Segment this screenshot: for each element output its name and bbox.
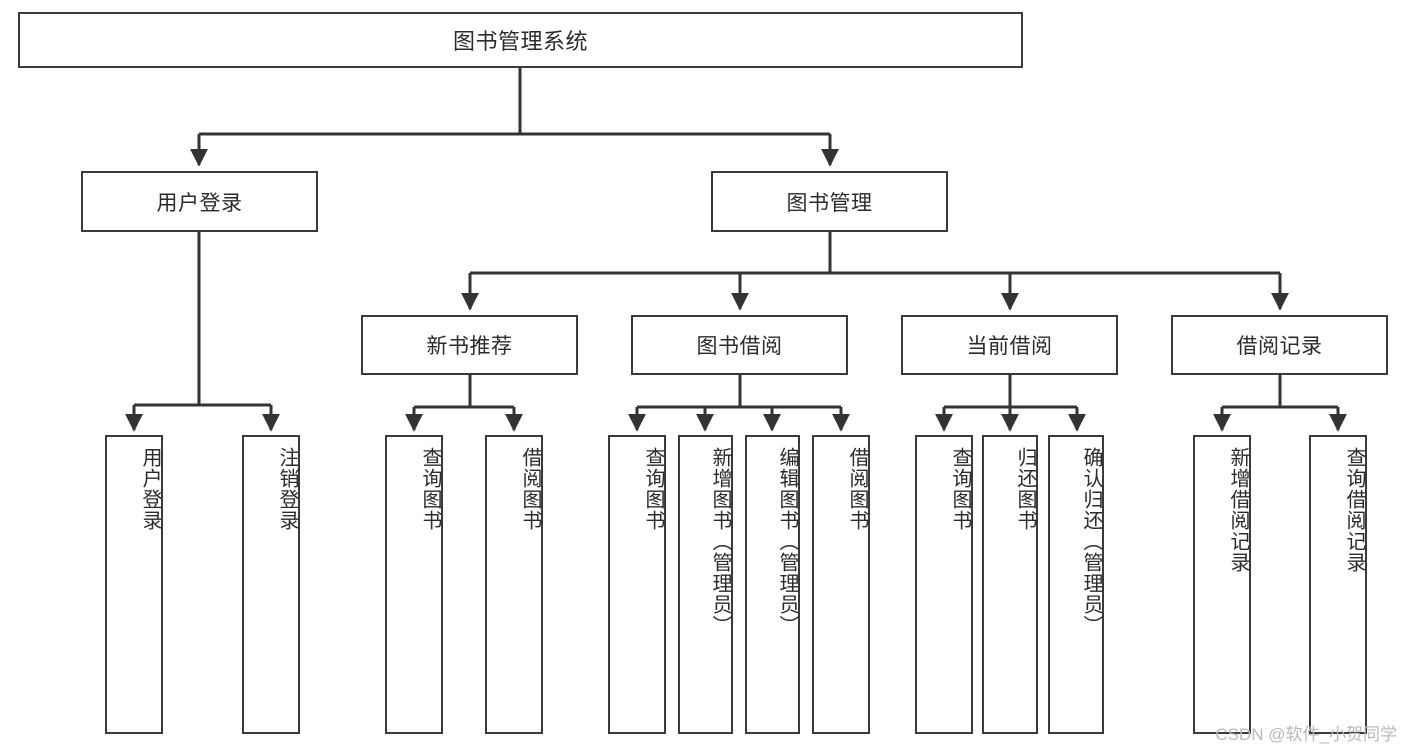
node-user-login[interactable]: 用户登录 (81, 171, 318, 232)
node-leaf-user-login[interactable]: 用户登录 (105, 435, 163, 734)
node-root-label: 图书管理系统 (452, 29, 588, 54)
node-book-borrow[interactable]: 图书借阅 (631, 315, 848, 375)
node-new-book-recommend[interactable]: 新书推荐 (361, 315, 578, 375)
node-book-borrow-label: 图书借阅 (696, 335, 783, 358)
node-current-borrow[interactable]: 当前借阅 (901, 315, 1118, 375)
node-leaf-edit-book-label: 编辑图书（管理员） (776, 447, 798, 636)
node-leaf-logout[interactable]: 注销登录 (242, 435, 300, 734)
node-user-login-label: 用户登录 (156, 191, 243, 215)
node-leaf-query-book-2-label: 查询图书 (642, 447, 664, 531)
node-leaf-query-book-1[interactable]: 查询图书 (385, 435, 443, 734)
node-current-borrow-label: 当前借阅 (966, 335, 1053, 358)
node-leaf-confirm-return-label: 确认归还（管理员） (1080, 447, 1102, 636)
node-book-manage-label: 图书管理 (786, 191, 873, 215)
node-leaf-query-record[interactable]: 查询借阅记录 (1309, 435, 1367, 734)
node-leaf-query-book-2[interactable]: 查询图书 (608, 435, 666, 734)
node-leaf-query-book-3[interactable]: 查询图书 (915, 435, 973, 734)
node-leaf-query-record-label: 查询借阅记录 (1343, 447, 1365, 573)
watermark: CSDN @软件_小贺同学 (1215, 725, 1397, 744)
node-leaf-add-record-label: 新增借阅记录 (1227, 447, 1249, 573)
node-leaf-borrow-book-1[interactable]: 借阅图书 (485, 435, 543, 734)
node-borrow-record[interactable]: 借阅记录 (1171, 315, 1388, 375)
node-leaf-borrow-book-2[interactable]: 借阅图书 (812, 435, 870, 734)
node-leaf-edit-book[interactable]: 编辑图书（管理员） (745, 435, 800, 734)
node-new-book-recommend-label: 新书推荐 (426, 335, 513, 358)
node-borrow-record-label: 借阅记录 (1236, 335, 1323, 358)
node-leaf-add-book-label: 新增图书（管理员） (709, 447, 731, 636)
node-leaf-borrow-book-1-label: 借阅图书 (519, 447, 541, 531)
node-leaf-borrow-book-2-label: 借阅图书 (846, 447, 868, 531)
node-leaf-user-login-label: 用户登录 (139, 447, 161, 531)
node-leaf-return-book-label: 归还图书 (1014, 447, 1036, 531)
node-leaf-logout-label: 注销登录 (276, 447, 298, 531)
node-book-manage[interactable]: 图书管理 (711, 171, 948, 232)
node-leaf-query-book-3-label: 查询图书 (949, 447, 971, 531)
node-leaf-confirm-return[interactable]: 确认归还（管理员） (1048, 435, 1104, 734)
node-leaf-return-book[interactable]: 归还图书 (982, 435, 1038, 734)
node-leaf-add-book[interactable]: 新增图书（管理员） (678, 435, 733, 734)
node-leaf-query-book-1-label: 查询图书 (419, 447, 441, 531)
node-root[interactable]: 图书管理系统 (18, 12, 1023, 68)
node-leaf-add-record[interactable]: 新增借阅记录 (1193, 435, 1251, 734)
